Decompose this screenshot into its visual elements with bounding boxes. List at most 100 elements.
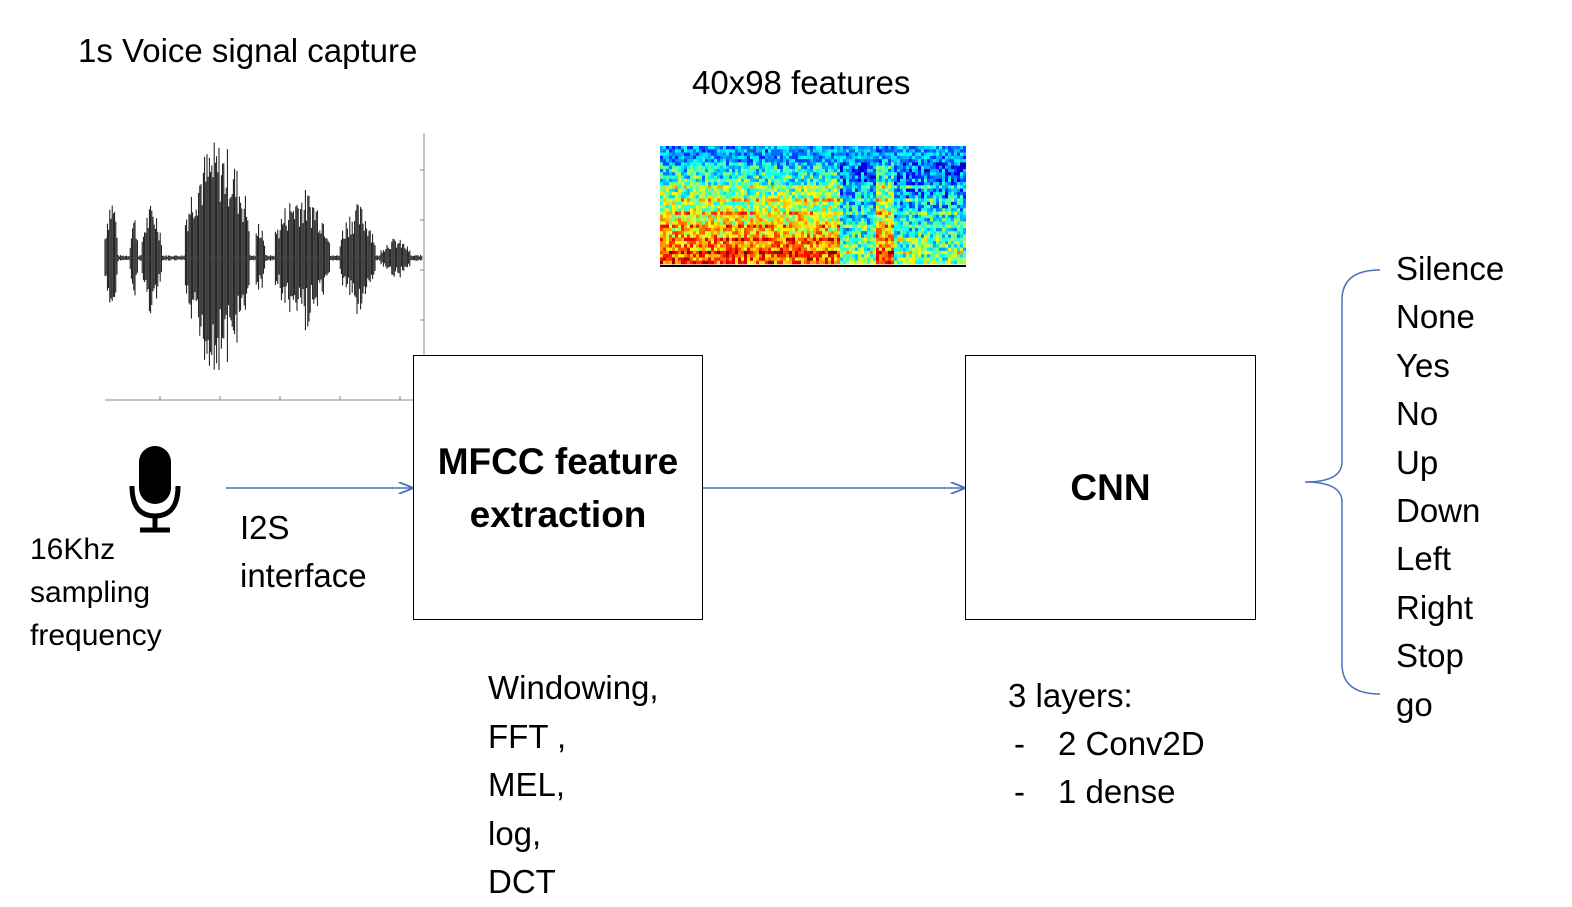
spectrogram-cell: [690, 227, 694, 232]
spectrogram-cell: [870, 168, 874, 173]
spectrogram-cell: [708, 185, 712, 189]
spectrogram-cell: [843, 172, 847, 176]
spectrogram-cell: [927, 162, 931, 166]
spectrogram-cell: [783, 162, 787, 166]
spectrogram-cell: [771, 214, 775, 219]
spectrogram-cell: [693, 218, 697, 222]
spectrogram-cell: [900, 244, 904, 248]
spectrogram-cell: [870, 250, 874, 255]
spectrogram-cell: [864, 191, 868, 196]
spectrogram-cell: [912, 146, 916, 150]
spectrogram-cell: [747, 146, 751, 150]
spectrogram-cell: [903, 208, 907, 212]
spectrogram-cell: [804, 218, 808, 222]
spectrogram-cell: [711, 214, 715, 219]
spectrogram-cell: [723, 159, 727, 163]
spectrogram-cell: [774, 214, 778, 219]
spectrogram-cell: [894, 172, 898, 176]
spectrogram-cell: [954, 168, 958, 173]
spectrogram-cell: [756, 185, 760, 189]
spectrogram-cell: [729, 172, 733, 176]
spectrogram-cell: [921, 257, 925, 262]
spectrogram-cell: [756, 168, 760, 173]
spectrogram-cell: [840, 172, 844, 176]
spectrogram-cell: [876, 260, 880, 265]
spectrogram-cell: [828, 172, 832, 176]
spectrogram-cell: [783, 182, 787, 186]
spectrogram-cell: [678, 254, 682, 258]
spectrogram-cell: [876, 195, 880, 199]
spectrogram-cell: [732, 218, 736, 222]
spectrogram-cell: [672, 237, 676, 242]
spectrogram-cell: [663, 146, 667, 150]
spectrogram-cell: [921, 152, 925, 157]
spectrogram-cell: [753, 178, 757, 183]
spectrogram-cell: [714, 241, 718, 245]
spectrogram-cell: [933, 211, 937, 216]
spectrogram-cell: [918, 159, 922, 163]
spectrogram-cell: [921, 191, 925, 196]
spectrogram-cell: [852, 237, 856, 242]
spectrogram-cell: [954, 205, 958, 209]
spectrogram-cell: [915, 257, 919, 262]
spectrogram-cell: [711, 188, 715, 193]
spectrogram-cell: [825, 195, 829, 199]
spectrogram-cell: [765, 227, 769, 232]
spectrogram-cell: [831, 198, 835, 203]
spectrogram-cell: [786, 224, 790, 229]
spectrogram-cell: [834, 162, 838, 166]
spectrogram-cell: [825, 201, 829, 206]
spectrogram-cell: [669, 224, 673, 229]
spectrogram-cell: [930, 241, 934, 245]
spectrogram-cell: [738, 260, 742, 265]
spectrogram-cell: [912, 152, 916, 157]
spectrogram-cell: [744, 152, 748, 157]
spectrogram-cell: [906, 165, 910, 170]
spectrogram-cell: [705, 159, 709, 163]
spectrogram-cell: [663, 205, 667, 209]
spectrogram-cell: [762, 168, 766, 173]
spectrogram-cell: [807, 188, 811, 193]
spectrogram-cell: [954, 172, 958, 176]
spectrogram-cell: [828, 146, 832, 150]
spectrogram-cell: [738, 172, 742, 176]
spectrogram-cell: [873, 175, 877, 180]
spectrogram-cell: [825, 205, 829, 209]
spectrogram-cell: [810, 146, 814, 150]
spectrogram-cell: [768, 155, 772, 160]
spectrogram-cell: [918, 254, 922, 258]
spectrogram-cell: [681, 146, 685, 150]
spectrogram-cell: [738, 257, 742, 262]
spectrogram-cell: [852, 172, 856, 176]
spectrogram-cell: [816, 146, 820, 150]
spectrogram-cell: [732, 159, 736, 163]
spectrogram-cell: [780, 260, 784, 265]
spectrogram-cell: [759, 247, 763, 252]
spectrogram-cell: [927, 168, 931, 173]
spectrogram-cell: [777, 149, 781, 153]
spectrogram-cell: [765, 257, 769, 262]
spectrogram-cell: [723, 241, 727, 245]
spectrogram-cell: [870, 211, 874, 216]
spectrogram-cell: [939, 257, 943, 262]
spectrogram-cell: [684, 214, 688, 219]
spectrogram-cell: [681, 237, 685, 242]
spectrogram-cell: [735, 185, 739, 189]
spectrogram-cell: [732, 254, 736, 258]
spectrogram-cell: [918, 146, 922, 150]
spectrogram-cell: [786, 162, 790, 166]
spectrogram-cell: [702, 201, 706, 206]
mfcc-box-label: extraction: [469, 493, 647, 535]
spectrogram-cell: [777, 211, 781, 216]
spectrogram-cell: [735, 146, 739, 150]
spectrogram-cell: [798, 185, 802, 189]
spectrogram-cell: [927, 211, 931, 216]
spectrogram-cell: [948, 234, 952, 239]
spectrogram-cell: [765, 224, 769, 229]
spectrogram-cell: [846, 188, 850, 193]
spectrogram-cell: [726, 247, 730, 252]
spectrogram-cell: [888, 162, 892, 166]
spectrogram-cell: [690, 155, 694, 160]
spectrogram-cell: [702, 162, 706, 166]
spectrogram-cell: [738, 241, 742, 245]
